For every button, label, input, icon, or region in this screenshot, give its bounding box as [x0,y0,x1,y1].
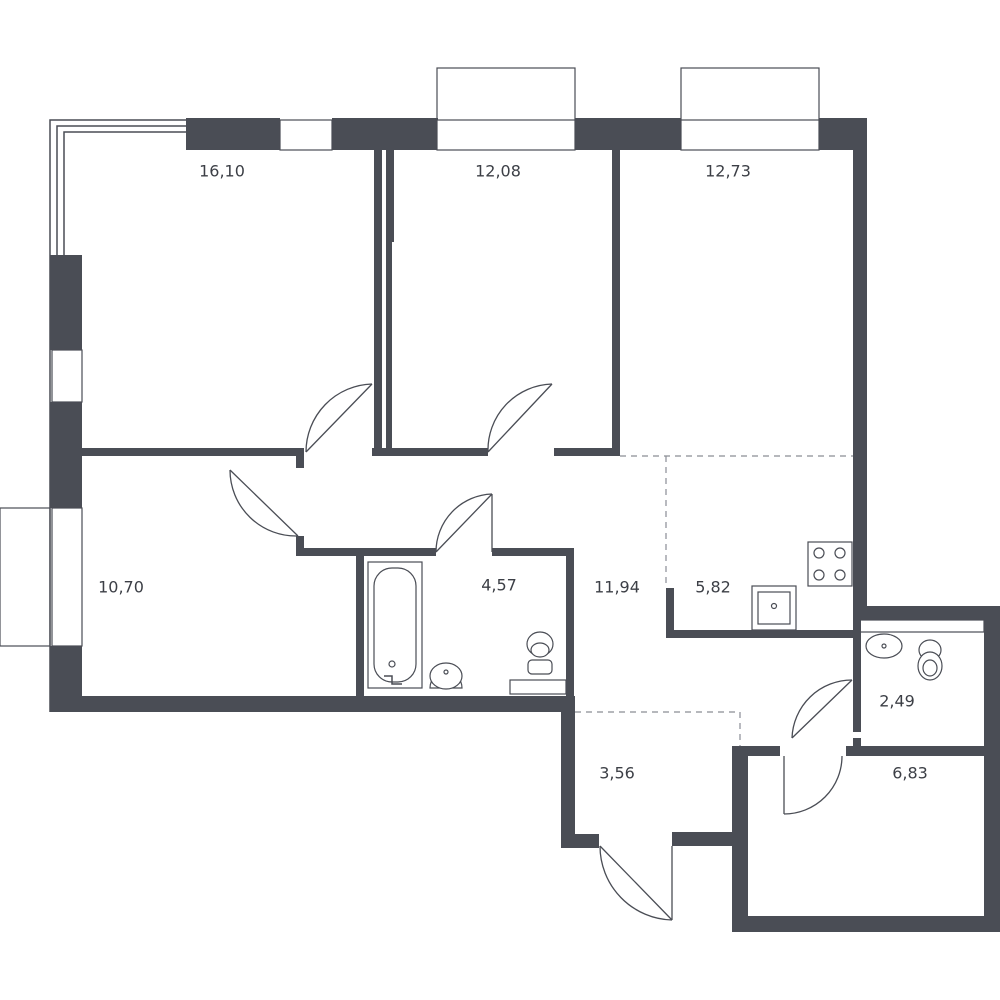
room-area-5-82: 5,82 [695,578,731,597]
balconies [0,67,820,712]
fixtures [367,541,943,695]
room-area-3-56: 3,56 [599,764,635,783]
exterior-walls [50,118,1000,932]
room-area-10-70: 10,70 [98,578,144,597]
doors [229,383,853,921]
small-sink-icon [865,633,903,659]
room-area-11-94: 11,94 [594,578,640,597]
sink-icon [429,662,463,690]
interior-walls [82,150,986,756]
kitchen-sink-icon [751,585,797,631]
room-area-16-10: 16,10 [199,162,245,181]
room-area-4-57: 4,57 [481,576,517,595]
room-area-6-83: 6,83 [892,764,928,783]
room-area-2-49: 2,49 [879,692,915,711]
bathtub-icon [367,561,423,689]
room-area-12-73: 12,73 [705,162,751,181]
zone-separators [575,455,853,746]
toilet-icon [509,631,567,695]
small-toilet-icon [917,639,943,681]
room-area-12-08: 12,08 [475,162,521,181]
room-labels: 16,10 12,08 12,73 10,70 4,57 11,94 5,82 … [98,162,928,783]
stove-icon [807,541,853,587]
